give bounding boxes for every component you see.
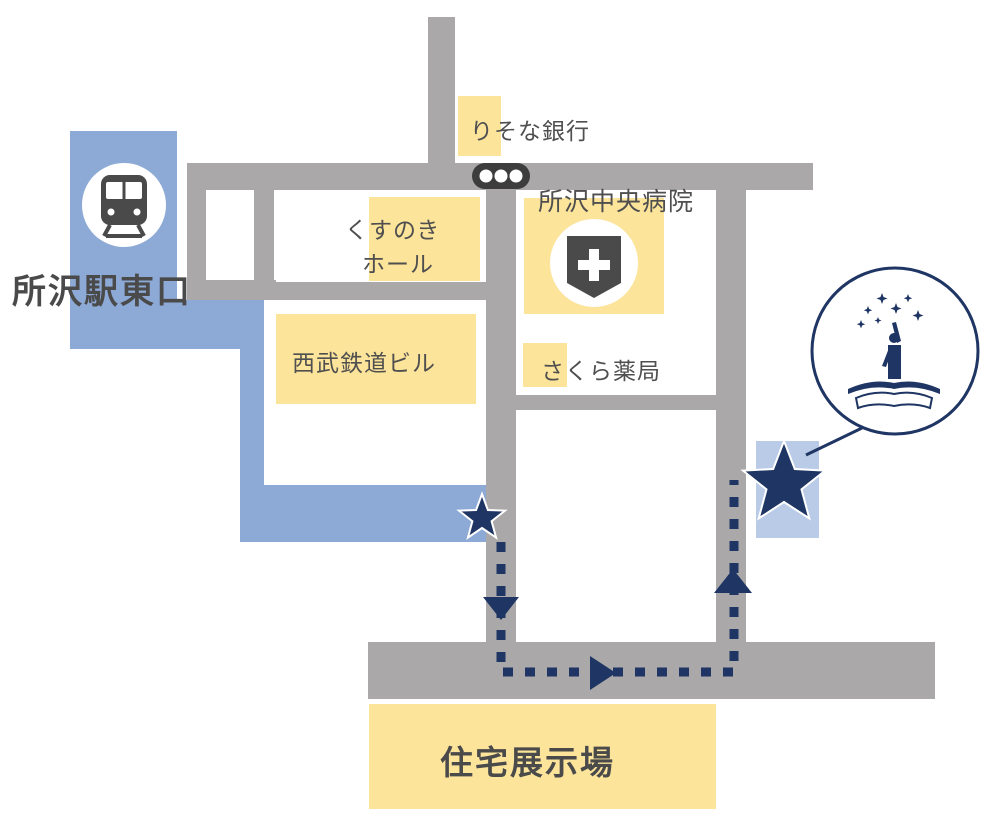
callout-line (805, 426, 863, 457)
walking-route (483, 480, 752, 690)
hall-label-line1: くすのき (345, 218, 441, 244)
statue-emblem-icon (810, 266, 980, 436)
road-left-horizontal (206, 280, 276, 300)
building-label: 西武鉄道ビル (292, 351, 436, 377)
route-arrow-right (590, 656, 616, 690)
destination-star-icon (740, 438, 828, 521)
start-star-icon (456, 491, 508, 540)
pharmacy-label: さくら薬局 (541, 359, 661, 385)
showroom-label: 住宅展示場 (440, 743, 615, 782)
station-label: 所沢駅東口 (12, 272, 192, 312)
hall-label-line2: ホール (362, 252, 434, 278)
pharmacy-block (523, 343, 567, 387)
road-left-vertical (187, 190, 206, 300)
hospital-label: 所沢中央病院 (538, 187, 695, 216)
road-south-horizontal (368, 642, 935, 699)
road-center-horizontal (274, 282, 488, 300)
bank-block (458, 96, 501, 156)
train-icon (82, 163, 166, 247)
traffic-light-icon (472, 163, 530, 189)
building-block (276, 314, 476, 404)
station-walkway-bottom (240, 485, 486, 542)
showroom-block (369, 704, 716, 809)
road-right-horizontal (516, 395, 716, 410)
route-arrow-down (483, 597, 519, 620)
road-north-vertical (428, 17, 455, 167)
road-mid-left-vertical (254, 190, 274, 300)
route-arrow-up (714, 569, 752, 593)
hall-block (369, 197, 480, 281)
hospital-cross-icon (550, 219, 638, 307)
bank-label: りそな銀行 (470, 119, 590, 145)
